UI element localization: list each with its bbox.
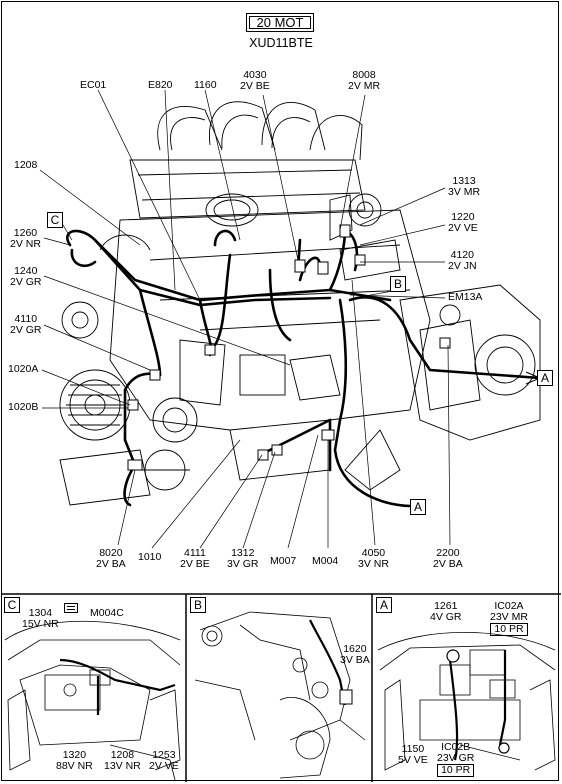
panel-c-tag: C [4,597,20,613]
label-1160: 1160 [194,79,217,91]
engine-outline [59,101,541,506]
callout-b: B [390,276,406,292]
panel-c-drawing [4,620,181,781]
label-1010: 1010 [138,551,162,563]
panel-a-wires [448,650,507,761]
panel-b-tag: B [190,597,206,613]
panel-c-wires [59,658,176,715]
page-title: 20 MOT [246,13,314,32]
callout-a-bottom: A [410,499,426,515]
connectors [127,224,451,471]
label-m004c: M004C [90,607,124,619]
label-1020b: 1020B [8,401,39,413]
callout-c: C [47,212,63,228]
panel-b-wires [309,619,347,706]
label-e820: E820 [148,79,173,91]
label-em13a: EM13A [448,291,483,303]
panel-b-drawing [194,611,366,779]
label-m007: M007 [270,555,297,567]
callout-a-right: A [537,370,553,386]
panel-a-tag: A [376,597,392,613]
label-m004: M004 [312,555,339,567]
leader-lines [39,89,451,549]
label-1020a: 1020A [8,363,39,375]
label-1208: 1208 [14,159,38,171]
engine-code: XUD11BTE [249,36,313,50]
label-ec01: EC01 [80,79,107,91]
panel-dividers [1,593,561,782]
panel-a-drawing [377,631,556,771]
m004c-icon [64,603,78,614]
